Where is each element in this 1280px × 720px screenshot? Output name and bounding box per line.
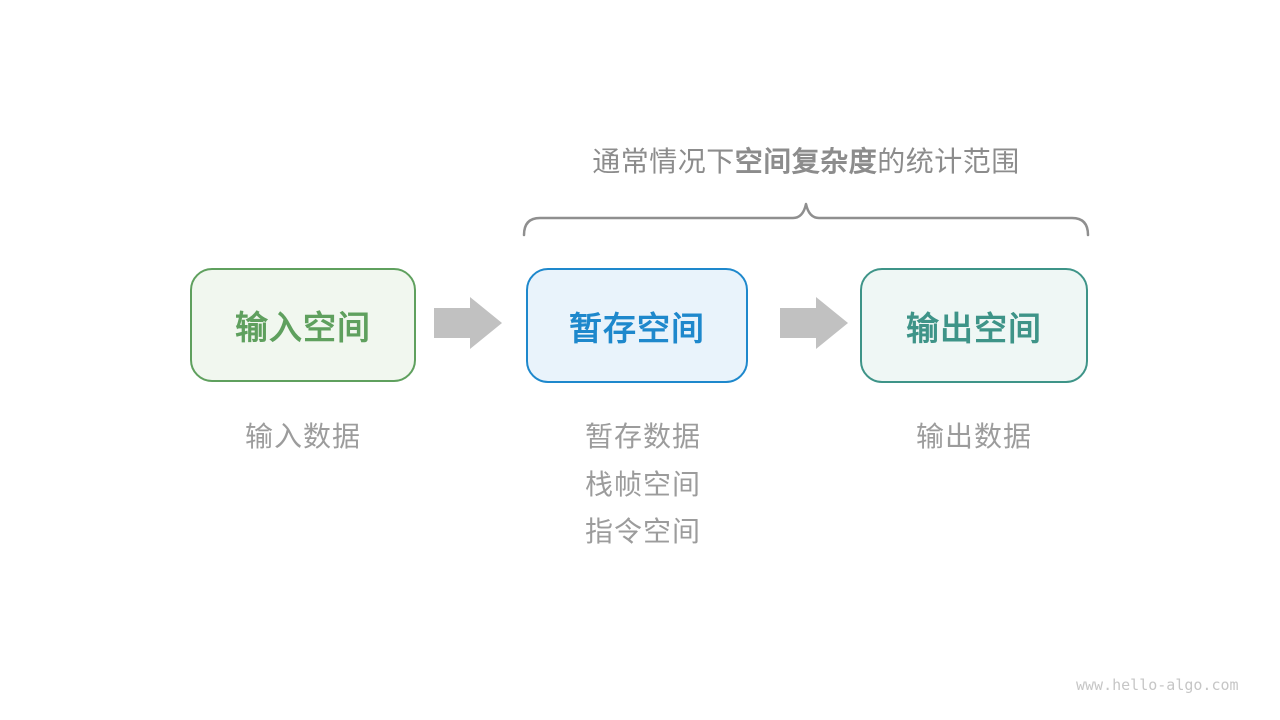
arrow-right-icon xyxy=(780,297,848,349)
box-output-space-label: 输出空间 xyxy=(906,309,1042,347)
arrow-right-shape xyxy=(434,297,502,349)
box-input-space: 输入空间 xyxy=(190,268,416,382)
scope-title-emphasis: 空间复杂度 xyxy=(734,146,878,177)
caption-input-data: 输入数据 xyxy=(244,421,361,452)
arrow-right-shape xyxy=(780,297,848,349)
scope-title: 通常情况下空间复杂度的统计范围 xyxy=(520,145,1092,179)
arrow-right-icon xyxy=(434,297,502,349)
caption-temporary-line: 指令空间 xyxy=(585,516,702,547)
caption-temporary-line: 暂存数据 xyxy=(585,421,702,452)
scope-brace-path xyxy=(522,202,1090,237)
caption-output-data: 输出数据 xyxy=(915,421,1032,452)
box-input-space-label: 输入空间 xyxy=(235,309,371,346)
caption-temporary-line: 栈帧空间 xyxy=(585,468,702,500)
caption-temporary-list: 暂存数据 栈帧空间 指令空间 xyxy=(585,413,701,556)
scope-title-suffix: 的统计范围 xyxy=(877,146,1020,177)
box-temporary-space-label: 暂存空间 xyxy=(569,309,705,347)
scope-brace-icon xyxy=(522,202,1090,237)
box-temporary-space: 暂存空间 xyxy=(526,268,748,383)
scope-title-prefix: 通常情况下 xyxy=(592,146,735,177)
box-output-space: 输出空间 xyxy=(860,268,1088,383)
watermark: www.hello-algo.com xyxy=(1076,676,1239,694)
